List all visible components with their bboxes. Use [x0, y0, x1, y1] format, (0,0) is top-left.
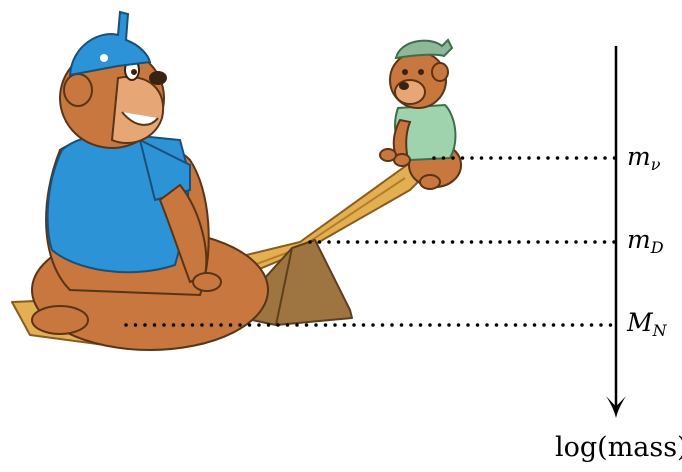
- label-m-nu-subscript: ν: [650, 155, 661, 174]
- label-m-nu-symbol: m: [627, 142, 651, 171]
- label-m-n-symbol: M: [627, 308, 653, 337]
- label-m-nu: mν: [627, 142, 660, 174]
- label-m-d-symbol: m: [627, 225, 651, 254]
- label-m-d: mD: [627, 225, 664, 257]
- label-m-n: MN: [627, 308, 667, 340]
- small-bear-icon: [379, 38, 462, 190]
- down-arrow-icon: [606, 46, 626, 418]
- big-bear-icon: [31, 10, 269, 351]
- label-m-n-subscript: N: [652, 321, 667, 340]
- label-m-d-subscript: D: [650, 238, 664, 257]
- axis-label: log(mass): [555, 432, 682, 463]
